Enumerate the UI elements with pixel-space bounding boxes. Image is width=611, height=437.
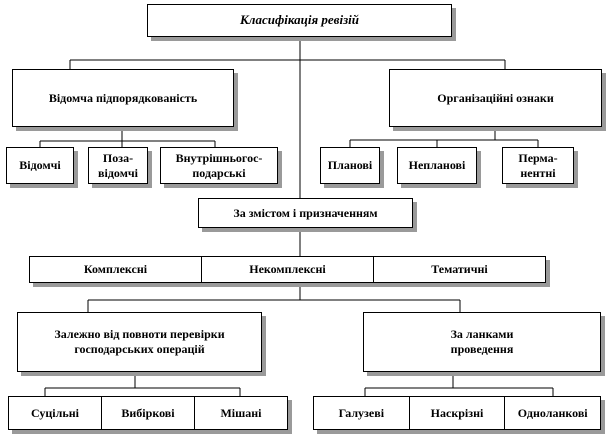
root-label: Класифікація ревізій: [239, 12, 360, 28]
completeness-child-3: Мішані: [220, 405, 262, 420]
subordination-child-1: Відомчі: [6, 147, 74, 184]
links-children-strip: Галузеві Наскрізні Одноланкові: [313, 396, 601, 430]
content-label: За змістом і призначенням: [233, 205, 378, 220]
content-node: За змістом і призначенням: [198, 198, 413, 228]
completeness-child-2: Вибіркові: [102, 397, 195, 429]
subordination-child-2: Поза-відомчі: [88, 147, 148, 184]
root-node: Класифікація ревізій: [147, 4, 452, 37]
organizational-node: Організаційні ознаки: [389, 69, 602, 127]
completeness-node: Залежно від повноти перевірки господарсь…: [17, 312, 262, 372]
links-label: За ланками проведення: [450, 327, 514, 356]
links-node: За ланками проведення: [363, 312, 601, 372]
content-children-strip: Комплексні Некомплексні Тематичні: [29, 256, 546, 283]
subordination-node: Відомча підпорядкованість: [12, 69, 234, 127]
organizational-child-3: Перма-нентні: [502, 147, 574, 184]
content-child-2: Некомплексні: [202, 257, 374, 282]
completeness-child-1: Суцільні: [9, 397, 102, 429]
organizational-child-2: Непланові: [397, 147, 477, 184]
links-child-3: Одноланкові: [517, 405, 588, 420]
organizational-child-1: Планові: [320, 147, 380, 184]
content-child-3: Тематичні: [431, 262, 488, 277]
completeness-children-strip: Суцільні Вибіркові Мішані: [8, 396, 288, 430]
subordination-label: Відомча підпорядкованість: [48, 90, 198, 105]
subordination-child-3: Внутрішньогос-подарські: [160, 147, 278, 184]
completeness-label: Залежно від повноти перевірки господарсь…: [54, 327, 225, 356]
organizational-label: Організаційні ознаки: [437, 90, 554, 105]
links-child-2: Наскрізні: [410, 397, 506, 429]
content-child-1: Комплексні: [30, 257, 202, 282]
links-child-1: Галузеві: [314, 397, 410, 429]
